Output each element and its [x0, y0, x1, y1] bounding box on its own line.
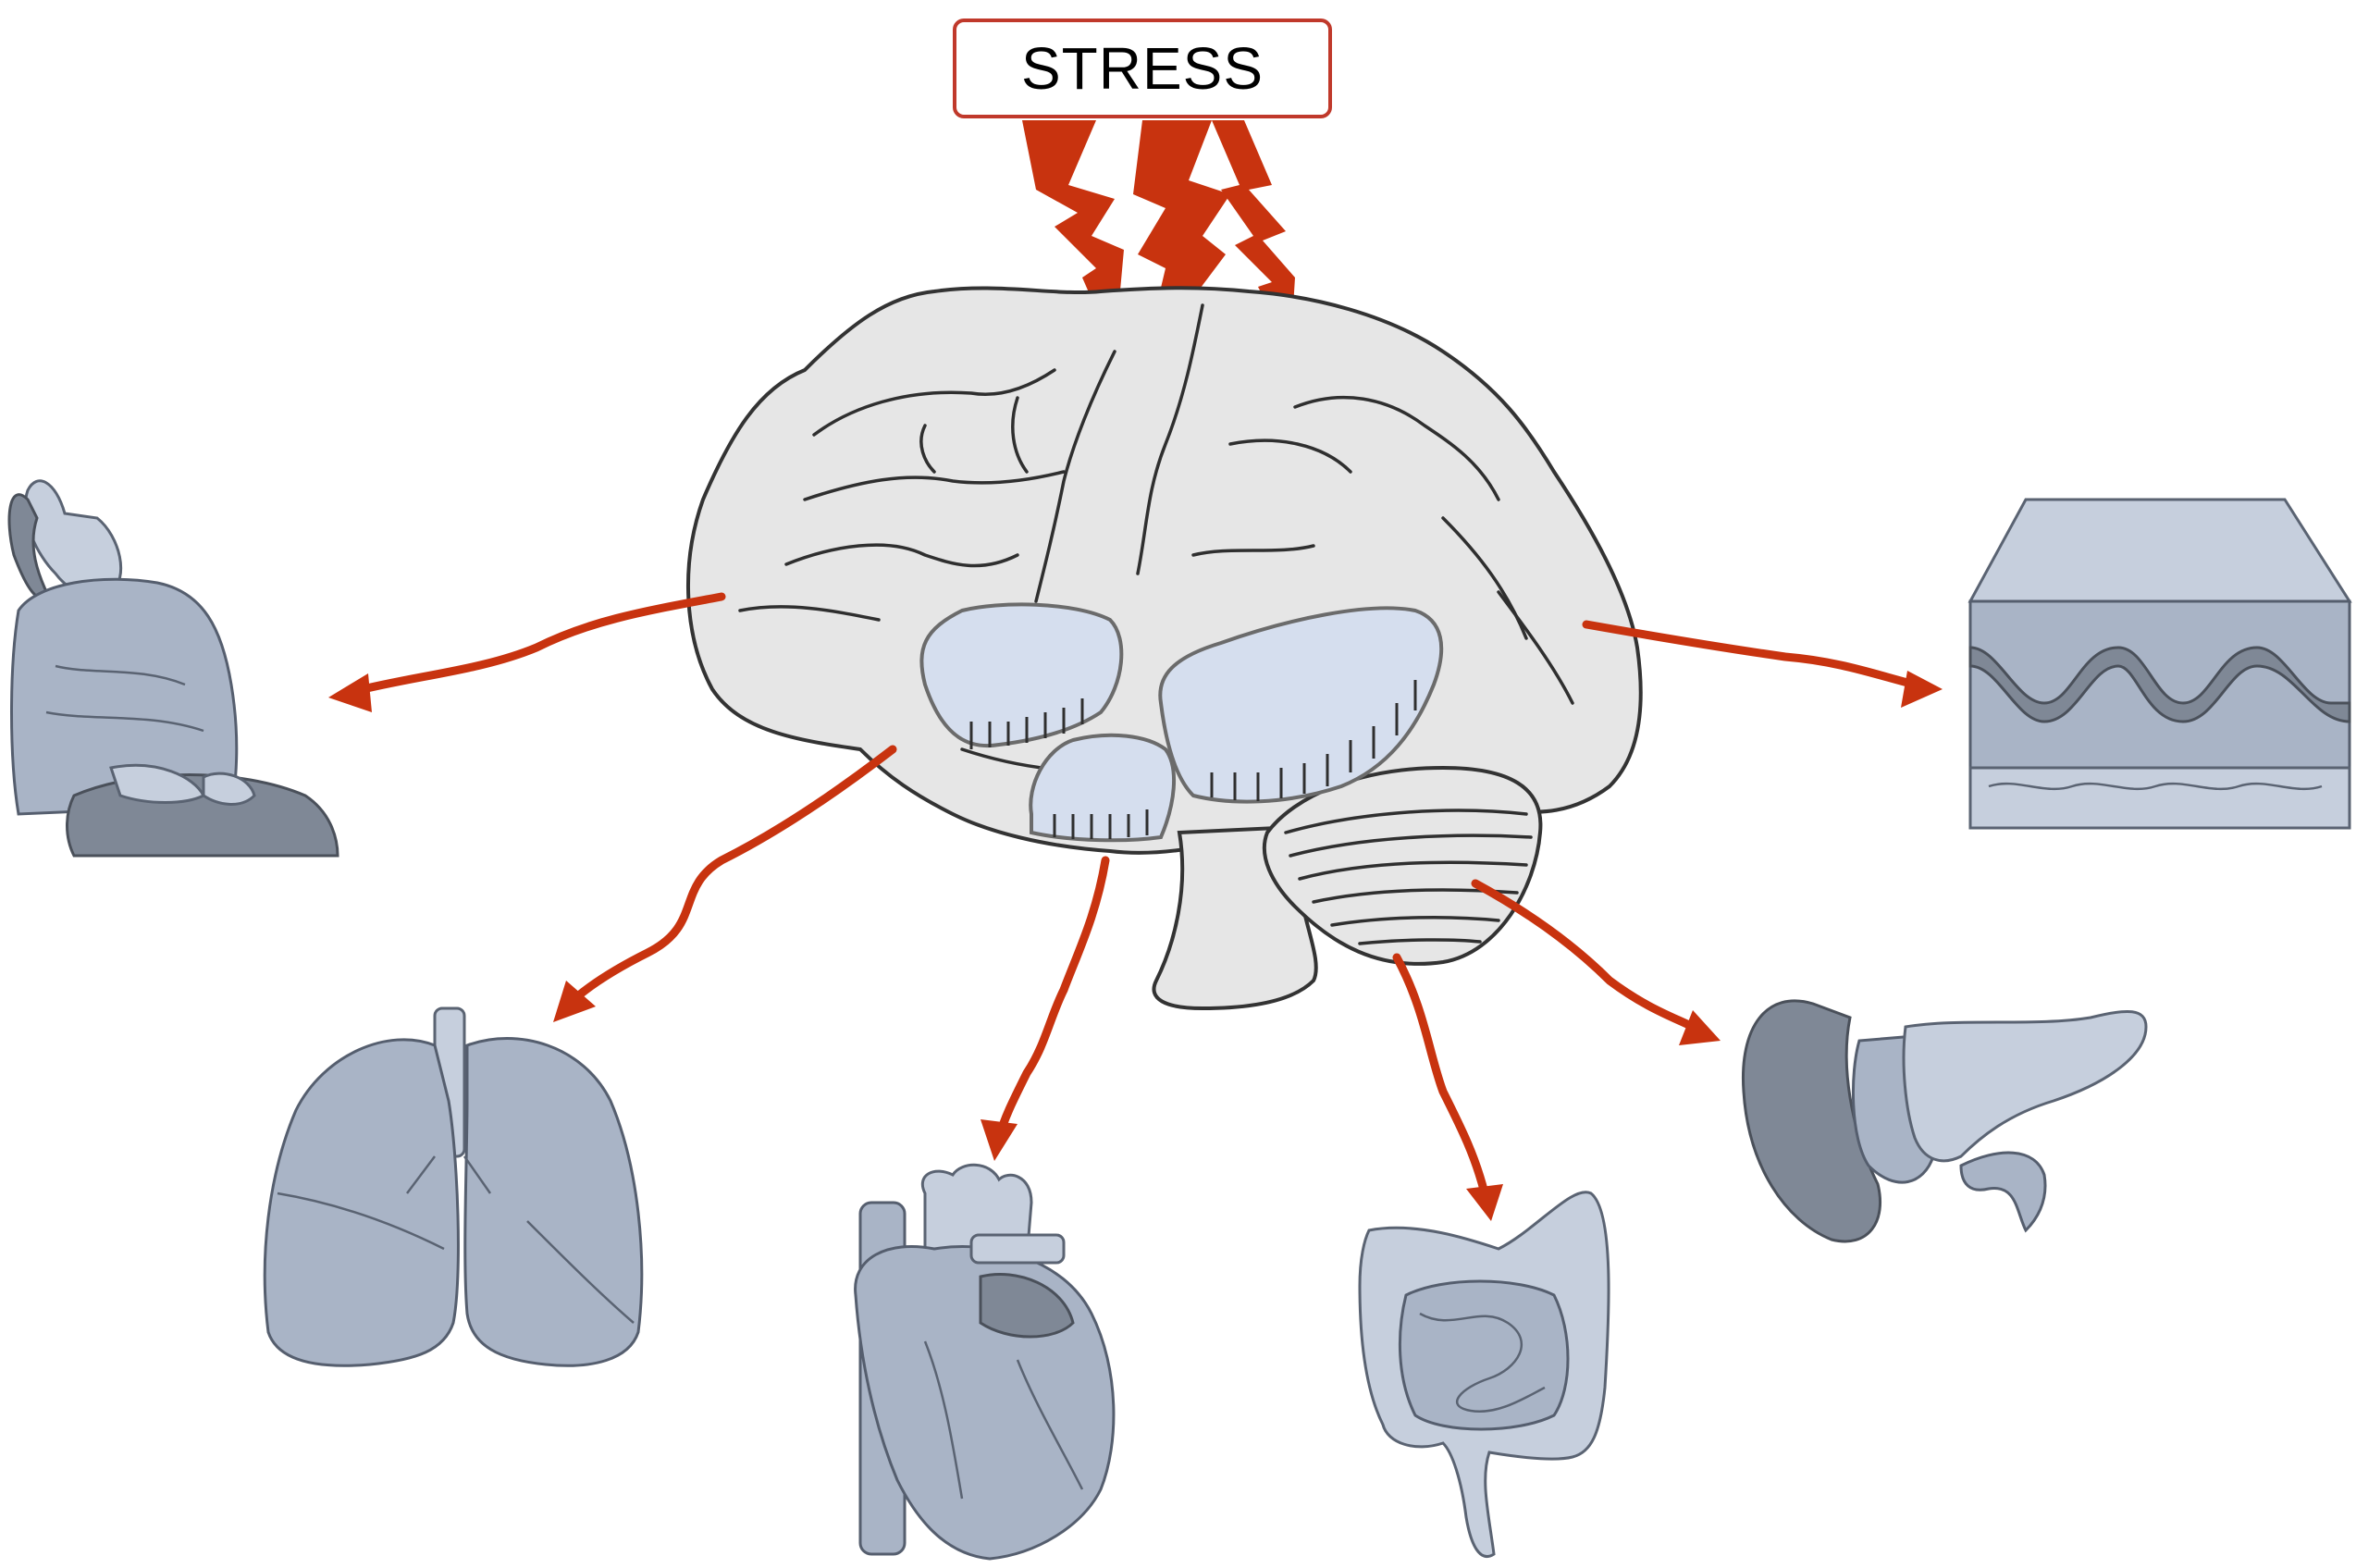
- arrow-to-pancreas: [1471, 879, 1697, 1031]
- stress-box-container: STRESS: [953, 19, 1332, 118]
- heart-icon: [854, 1163, 1116, 1561]
- arrow-to-person: [347, 592, 726, 697]
- limbic-region-middle: [1029, 733, 1176, 843]
- effect-arrows: [328, 592, 1943, 1221]
- arrow-to-skin: [1582, 620, 1919, 689]
- pancreas-spleen-icon: [1741, 999, 2148, 1243]
- skin-layers-icon: [1967, 498, 2352, 830]
- limbic-region-right: [1158, 606, 1444, 804]
- lungs-icon: [263, 1006, 644, 1367]
- limbic-region-left: [919, 602, 1124, 748]
- intestines-icon: [1358, 1191, 1610, 1558]
- brain-illustration: [686, 286, 1643, 1011]
- stress-label: STRESS: [1020, 35, 1264, 102]
- limbic-ticks: [969, 680, 1417, 839]
- limbic-regions: [919, 602, 1444, 843]
- cerebellum-folia: [1284, 809, 1533, 945]
- arrow-to-heart: [994, 856, 1110, 1142]
- fatigued-person-icon: [7, 479, 339, 858]
- stress-box: STRESS: [953, 19, 1332, 118]
- cerebellum-outline: [1262, 765, 1543, 966]
- arrow-to-lungs: [560, 745, 897, 1013]
- arrow-to-intestines: [1392, 953, 1489, 1198]
